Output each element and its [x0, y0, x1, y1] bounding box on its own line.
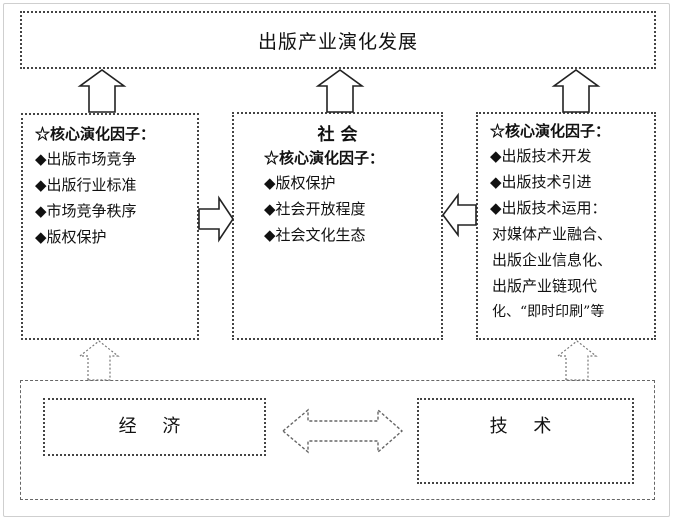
left-item-1: ◆出版市场竞争	[35, 150, 137, 168]
center-item-1: ◆版权保护	[264, 174, 336, 192]
tech-label: 技 术	[489, 416, 562, 437]
right-item-1: ◆出版技术开发	[490, 147, 592, 165]
left-panel-header: ☆核心演化因子：	[35, 125, 156, 143]
up-arrow-from-tech	[556, 340, 598, 381]
left-item-3: ◆市场竞争秩序	[35, 202, 137, 220]
left-panel: ☆核心演化因子： ◆出版市场竞争 ◆出版行业标准 ◆市场竞争秩序 ◆版权保护	[21, 113, 199, 340]
right-item-2: ◆出版技术引进	[490, 173, 592, 191]
center-panel-header: ☆核心演化因子：	[264, 149, 385, 167]
left-arrow-right-to-center	[442, 192, 477, 238]
right-item-7: 化、“即时印刷”等	[492, 304, 605, 320]
left-item-4: ◆版权保护	[35, 228, 107, 246]
up-arrow-left	[77, 69, 127, 113]
right-item-4: 对媒体产业融合、	[492, 225, 613, 243]
right-item-5: 出版企业信息化、	[492, 251, 613, 269]
left-item-2: ◆出版行业标准	[35, 176, 137, 194]
double-arrow-economy-tech	[281, 408, 404, 454]
center-panel-title: 社 会	[317, 125, 358, 145]
right-arrow-left-to-center	[198, 195, 234, 243]
economy-box: 经 济	[43, 398, 266, 456]
up-arrow-center	[315, 69, 365, 113]
right-item-6: 出版产业链现代	[492, 277, 598, 295]
right-panel-header: ☆核心演化因子：	[490, 122, 611, 140]
up-arrow-right	[551, 69, 601, 113]
up-arrow-from-economy	[78, 340, 120, 381]
figure-frame	[3, 3, 670, 517]
top-title: 出版产业演化发展	[257, 31, 418, 53]
right-item-3: ◆出版技术运用：	[490, 199, 607, 217]
center-item-2: ◆社会开放程度	[264, 200, 366, 218]
economy-label: 经 济	[118, 416, 191, 437]
tech-box: 技 术	[417, 398, 634, 484]
center-panel: 社 会 ☆核心演化因子： ◆版权保护 ◆社会开放程度 ◆社会文化生态	[232, 112, 443, 340]
center-item-3: ◆社会文化生态	[264, 226, 366, 244]
bottom-outer-box	[20, 380, 655, 500]
right-panel: ☆核心演化因子： ◆出版技术开发 ◆出版技术引进 ◆出版技术运用： 对媒体产业融…	[476, 112, 656, 340]
top-box: 出版产业演化发展	[20, 11, 656, 69]
